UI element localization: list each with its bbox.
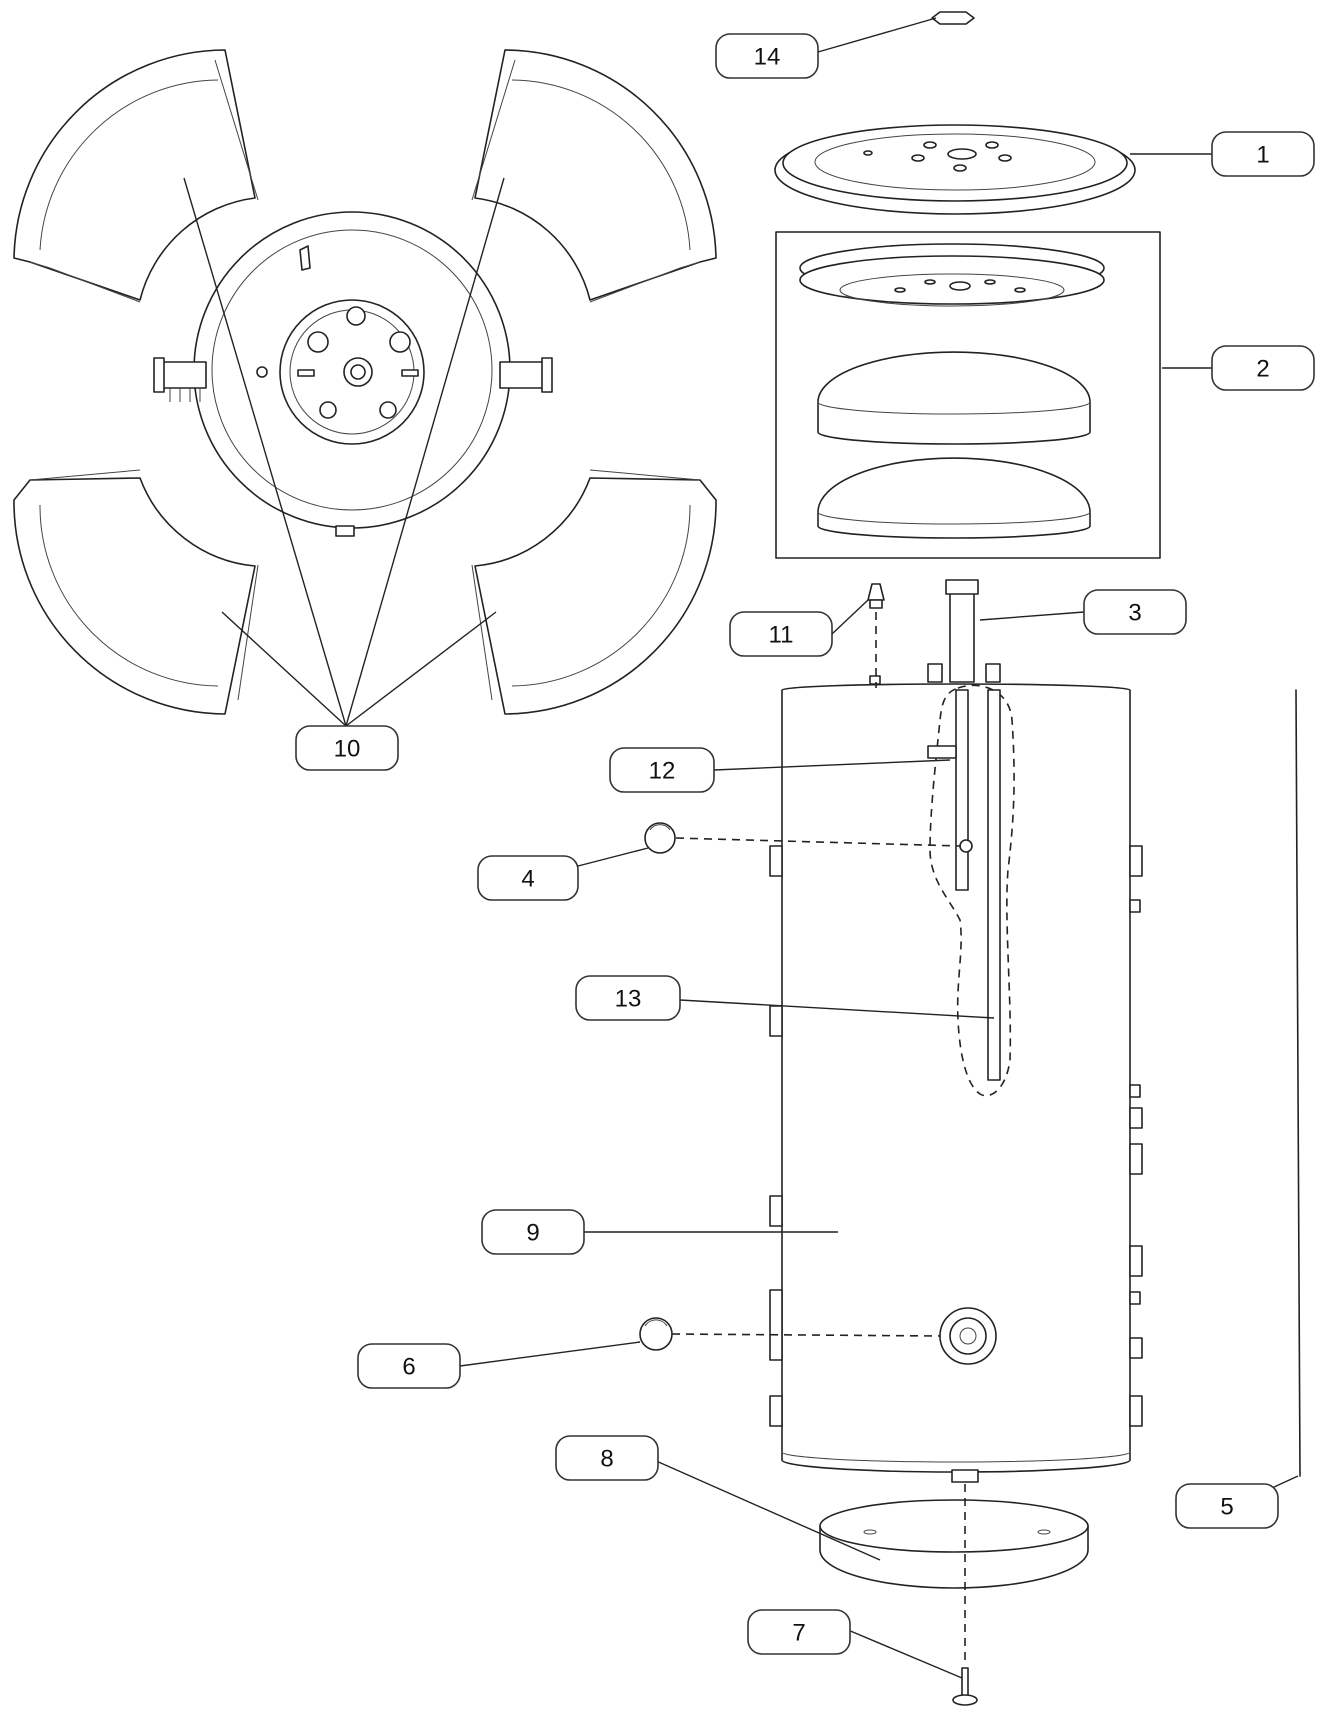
insulation-kit-box — [775, 231, 1161, 559]
assembly-lines — [671, 612, 966, 1664]
plug-6 — [639, 1317, 673, 1351]
side-panel-strip — [1295, 689, 1301, 1477]
plug-4 — [644, 822, 676, 854]
callout-label-11: 11 — [769, 622, 794, 649]
insulation-segment-top-right — [474, 49, 717, 301]
top-cover — [774, 124, 1136, 215]
callout-5: 5 — [1175, 1483, 1279, 1529]
foot-7 — [952, 1667, 978, 1706]
callout-label-12: 12 — [649, 758, 676, 785]
callout-label-9: 9 — [526, 1220, 539, 1247]
callout-4: 4 — [477, 855, 579, 901]
insulation-segment-bottom-right — [474, 477, 717, 715]
callout-8: 8 — [555, 1435, 659, 1481]
callout-2: 2 — [1211, 345, 1315, 391]
callout-label-8: 8 — [600, 1446, 613, 1473]
valve-11 — [867, 583, 885, 609]
callout-label-10: 10 — [334, 736, 361, 763]
top-view-assembly — [13, 49, 717, 715]
callout-14: 14 — [715, 33, 819, 79]
callout-11: 11 — [729, 611, 833, 657]
callout-label-13: 13 — [615, 986, 642, 1013]
callout-label-3: 3 — [1128, 600, 1141, 627]
callout-9: 9 — [481, 1209, 585, 1255]
callout-label-2: 2 — [1256, 356, 1269, 383]
callout-label-1: 1 — [1256, 142, 1269, 169]
callout-3: 3 — [1083, 589, 1187, 635]
top-cap — [931, 11, 975, 25]
callout-10: 10 — [295, 725, 399, 771]
callout-7: 7 — [747, 1609, 851, 1655]
callout-12: 12 — [609, 747, 715, 793]
callout-label-7: 7 — [792, 1620, 805, 1647]
leader-lines — [183, 17, 1299, 1679]
callout-1: 1 — [1211, 131, 1315, 177]
side-pipe-left — [153, 357, 207, 402]
callout-label-6: 6 — [402, 1354, 415, 1381]
insulation-segment-bottom-left — [13, 477, 256, 715]
callout-label-4: 4 — [521, 866, 534, 893]
tank-body — [769, 579, 1143, 1483]
insulation-segment-top-left — [13, 49, 256, 301]
callout-13: 13 — [575, 975, 681, 1021]
callout-label-5: 5 — [1220, 1494, 1233, 1521]
side-pipe-right — [499, 357, 553, 393]
callout-6: 6 — [357, 1343, 461, 1389]
callout-label-14: 14 — [754, 44, 781, 71]
bottom-base — [819, 1499, 1089, 1589]
